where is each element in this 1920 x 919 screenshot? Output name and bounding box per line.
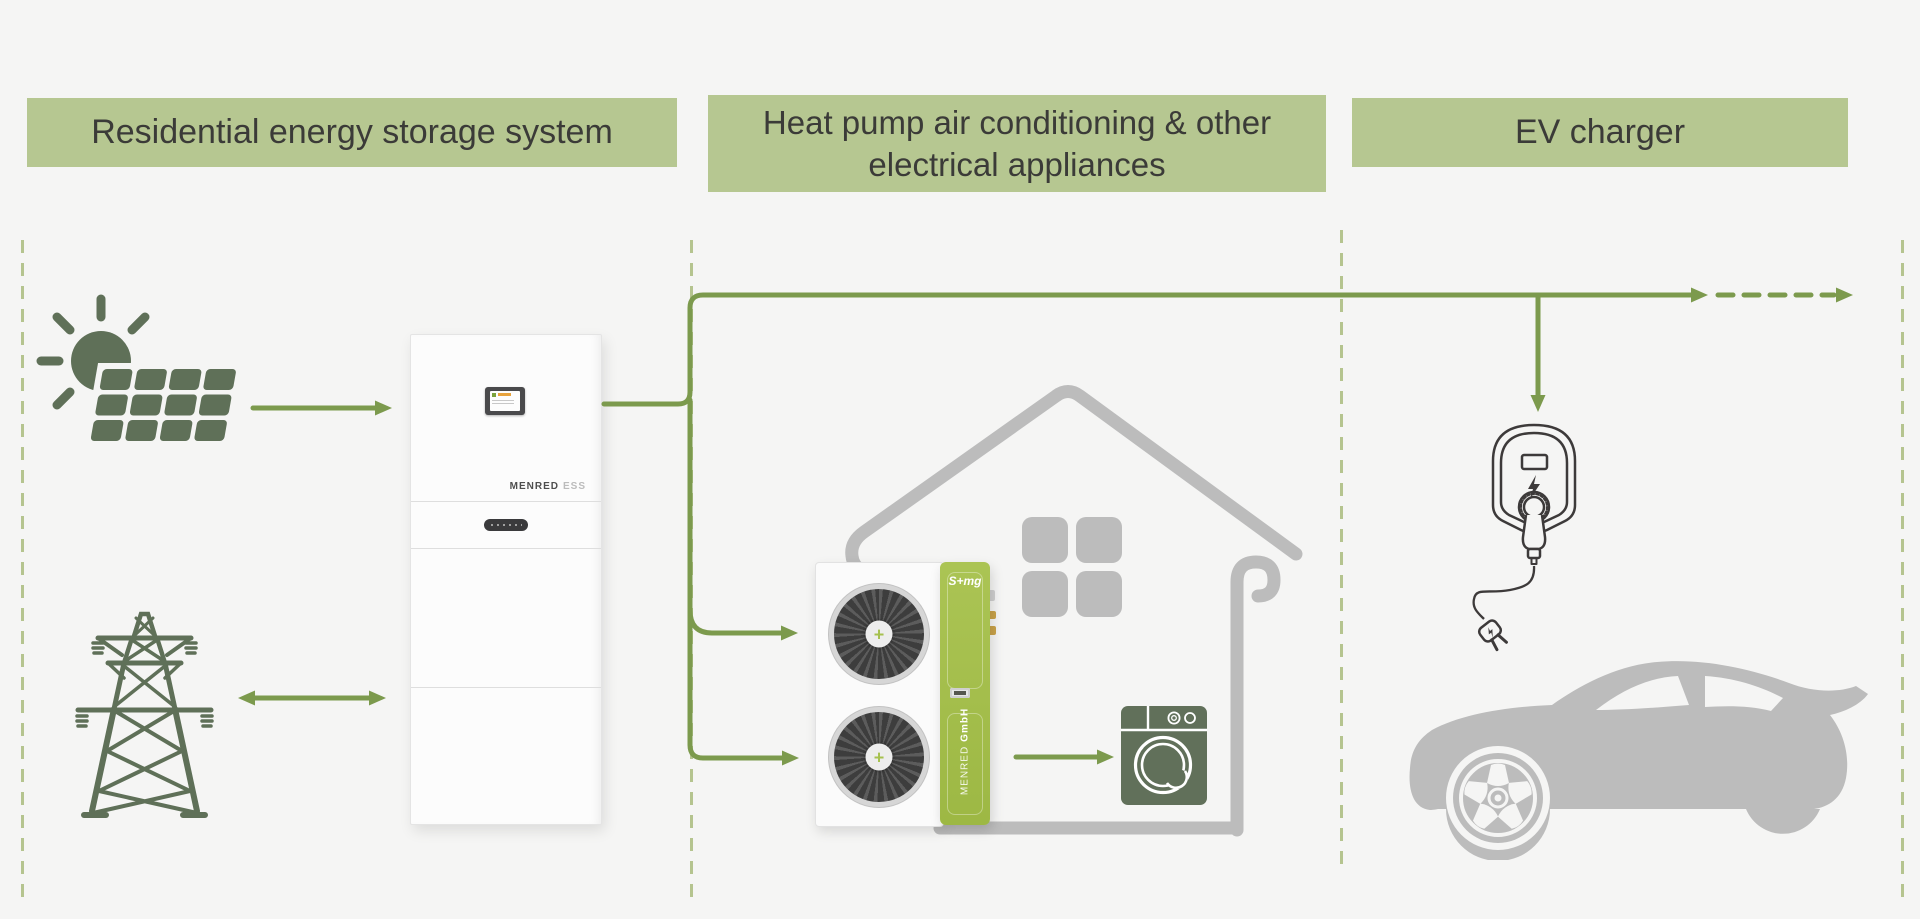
section-divider-mid-right [1340, 230, 1343, 870]
fan-hub-glyph: + [873, 624, 885, 644]
knob-icon [1184, 712, 1196, 724]
charger-display [1520, 453, 1549, 471]
panel-cells [90, 369, 236, 441]
ev-charger-icon [1472, 423, 1577, 652]
car-window-rear [1705, 676, 1783, 711]
washing-machine-icon [1121, 706, 1207, 805]
arrow-right-icon [781, 625, 798, 641]
header-label: Heat pump air conditioning & other elect… [762, 104, 1272, 183]
section-divider-left [21, 240, 24, 905]
heat-pump-logo: S+mg [948, 574, 982, 588]
charger-shell [1491, 423, 1577, 535]
wall-outline [1230, 555, 1281, 837]
pipe-stub-brass [988, 611, 996, 619]
header-residential-storage: Residential energy storage system [27, 98, 677, 167]
header-heat-pump: Heat pump air conditioning & other elect… [708, 95, 1326, 192]
fan-icon: + [829, 584, 929, 684]
arrow-left-icon [238, 690, 255, 706]
header-label: Residential energy storage system [91, 113, 613, 151]
section-divider-right [1901, 240, 1904, 905]
window-icon [1022, 517, 1122, 617]
wheel-icon [1446, 746, 1550, 850]
cabinet-seam [411, 548, 601, 549]
sun-icon [36, 294, 150, 410]
lightning-bolt-icon [1528, 475, 1540, 499]
pipe-stub-brass [988, 626, 996, 635]
line-storage-to-top-bus [601, 292, 1695, 407]
car-window-front [1596, 676, 1689, 710]
header-label: EV charger [1514, 113, 1686, 151]
plug-icon [1477, 619, 1508, 652]
battery-led-icon [484, 519, 528, 531]
arrow-down-icon [1530, 395, 1546, 412]
heat-pump-unit: + + S+mg MENREDGmbH [815, 562, 996, 827]
knob-icon [1167, 711, 1181, 725]
screen-content [490, 391, 520, 411]
arrow-right-icon [1691, 287, 1708, 303]
brand-name: MENRED [509, 481, 559, 492]
line-bus-to-heatpump-upper [687, 607, 785, 636]
arrow-right-icon [375, 400, 392, 416]
fan-icon: + [829, 707, 929, 807]
fan-hub-glyph: + [873, 747, 885, 767]
power-tower-icon [75, 611, 214, 818]
heat-pump-body: + + [815, 562, 944, 827]
brand-model: ESS [562, 481, 586, 492]
display-screen-icon [485, 387, 525, 415]
charger-cable [1472, 565, 1536, 620]
header-ev-charger: EV charger [1352, 98, 1848, 167]
heat-pump-side-panel: S+mg MENREDGmbH [940, 562, 990, 825]
door-icon [1133, 735, 1193, 795]
cabinet-seam [411, 687, 601, 688]
arrow-right-icon [369, 690, 386, 706]
arrow-right-icon [1097, 749, 1114, 765]
vent-icon [950, 688, 970, 698]
arrow-right-icon [782, 750, 799, 766]
dashed-arrow-icon [1836, 287, 1853, 303]
solar-panel-icon [36, 294, 238, 446]
car-icon [1409, 661, 1868, 860]
line-bus-to-heatpump-lower [687, 397, 786, 761]
cabinet-seam [411, 501, 601, 502]
pipe-stub [988, 590, 995, 601]
